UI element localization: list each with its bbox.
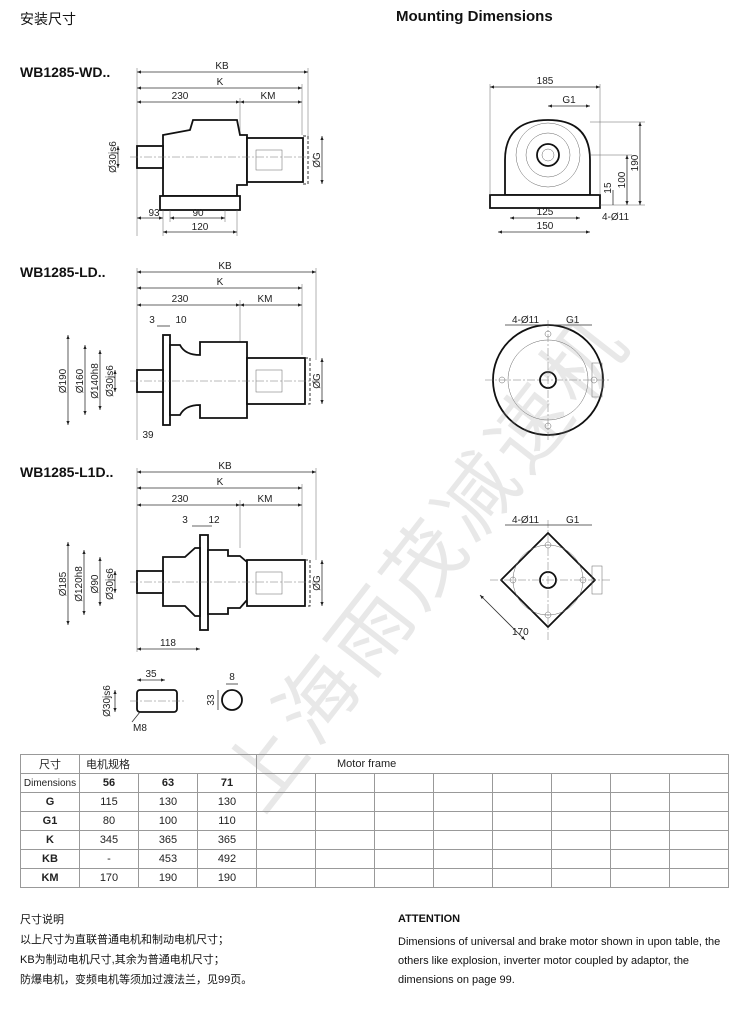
notes-cn-title: 尺寸说明 (20, 914, 64, 926)
svg-text:G1: G1 (566, 515, 580, 526)
frame-71: 71 (197, 773, 257, 793)
model-label-ld: WB1285-LD.. (20, 264, 106, 280)
dimension-drawings: KB K 230 KM Ø30js6 ØG 93 90 120 185 G1 1… (58, 61, 645, 734)
svg-text:ØG: ØG (312, 373, 323, 389)
dim-120: 120 (192, 222, 209, 233)
dim-km: KM (261, 91, 276, 102)
dim-15: 15 (603, 182, 614, 194)
corner-cn: 尺寸 (20, 754, 80, 774)
svg-text:M8: M8 (133, 723, 147, 734)
svg-text:KB: KB (218, 261, 232, 272)
dim-93: 93 (148, 208, 160, 219)
dim-125: 125 (537, 207, 554, 218)
svg-text:KM: KM (258, 294, 273, 305)
svg-text:39: 39 (142, 430, 154, 441)
attention-title: ATTENTION (398, 913, 461, 925)
frame-63: 63 (138, 773, 198, 793)
notes-cn-line: KB为制动电机尺寸,其余为普通电机尺寸； (20, 954, 225, 966)
frame-cn: 电机规格 (79, 754, 257, 774)
page-title-en: Mounting Dimensions (396, 8, 553, 25)
svg-text:4-Ø11: 4-Ø11 (512, 315, 539, 326)
svg-text:Ø190: Ø190 (58, 368, 69, 393)
svg-text:K: K (217, 477, 224, 488)
l1d-side-view: KB K 230 KM 3 12 Ø185 Ø120h8 Ø90 Ø30js6 … (58, 461, 324, 652)
table-header-row: 尺寸 电机规格 Motor frame (20, 754, 729, 774)
notes-english: ATTENTION Dimensions of universal and br… (398, 910, 728, 990)
svg-text:KB: KB (218, 461, 232, 472)
l1d-front-view: 4-Ø11 G1 170 (479, 515, 610, 641)
dim-g1: G1 (562, 95, 576, 106)
notes-cn-line: 以上尺寸为直联普通电机和制动电机尺寸； (20, 934, 229, 946)
model-label-wd: WB1285-WD.. (20, 64, 111, 80)
dimensions-table: 尺寸 电机规格 Motor frame Dimensions 56 63 71 … (20, 754, 729, 888)
shaft-detail: 35 Ø30js6 M8 8 33 (102, 669, 243, 734)
corner-en: Dimensions (20, 773, 80, 793)
svg-text:Ø185: Ø185 (58, 571, 69, 596)
ld-side-view: KB K 230 KM 3 10 Ø190 Ø160 Ø140h8 Ø30js6… (58, 261, 324, 441)
wd-side-view: KB K 230 KM Ø30js6 ØG 93 90 120 (108, 61, 324, 236)
svg-text:10: 10 (175, 315, 187, 326)
attention-text: Dimensions of universal and brake motor … (398, 936, 721, 986)
dim-k: K (217, 77, 224, 88)
svg-text:3: 3 (149, 315, 155, 326)
svg-text:230: 230 (172, 294, 189, 305)
svg-text:35: 35 (145, 669, 157, 680)
svg-text:4-Ø11: 4-Ø11 (512, 515, 539, 526)
table-row-frames: Dimensions 56 63 71 (20, 773, 729, 793)
svg-text:Ø30js6: Ø30js6 (105, 365, 116, 397)
svg-text:Ø30js6: Ø30js6 (102, 685, 113, 717)
frame-56: 56 (79, 773, 139, 793)
dim-190: 190 (630, 154, 641, 171)
frame-en: Motor frame (256, 754, 729, 774)
dim-230: 230 (172, 91, 189, 102)
dim-150: 150 (537, 221, 554, 232)
svg-text:KM: KM (258, 494, 273, 505)
svg-text:118: 118 (160, 638, 176, 649)
svg-text:33: 33 (206, 694, 217, 706)
notes-chinese: 尺寸说明 以上尺寸为直联普通电机和制动电机尺寸； KB为制动电机尺寸,其余为普通… (20, 910, 252, 990)
svg-text:Ø120h8: Ø120h8 (74, 566, 85, 602)
dim-holes: 4-Ø11 (602, 212, 629, 223)
dim-og: ØG (312, 152, 323, 168)
svg-text:Ø160: Ø160 (75, 368, 86, 393)
svg-text:170: 170 (512, 627, 529, 638)
svg-text:Ø30js6: Ø30js6 (105, 568, 116, 600)
svg-text:ØG: ØG (312, 575, 323, 591)
notes-cn-line: 防爆电机，变频电机等须加过渡法兰，见99页。 (20, 974, 253, 986)
dim-90: 90 (192, 208, 204, 219)
ld-front-view: 4-Ø11 G1 (485, 315, 610, 440)
dim-185: 185 (537, 76, 554, 87)
svg-text:3: 3 (182, 515, 188, 526)
svg-text:12: 12 (208, 515, 220, 526)
svg-text:8: 8 (229, 672, 235, 683)
page-title-cn: 安装尺寸 (20, 11, 76, 27)
dim-shaft-dia: Ø30js6 (108, 141, 119, 173)
dim-100: 100 (617, 171, 628, 188)
svg-text:230: 230 (172, 494, 189, 505)
svg-text:K: K (217, 277, 224, 288)
model-label-l1d: WB1285-L1D.. (20, 464, 114, 480)
svg-text:Ø90: Ø90 (90, 574, 101, 593)
wd-front-view: 185 G1 190 100 15 125 150 4-Ø11 (489, 76, 645, 234)
svg-text:G1: G1 (566, 315, 580, 326)
dim-kb: KB (215, 61, 229, 72)
svg-text:Ø140h8: Ø140h8 (90, 363, 101, 399)
